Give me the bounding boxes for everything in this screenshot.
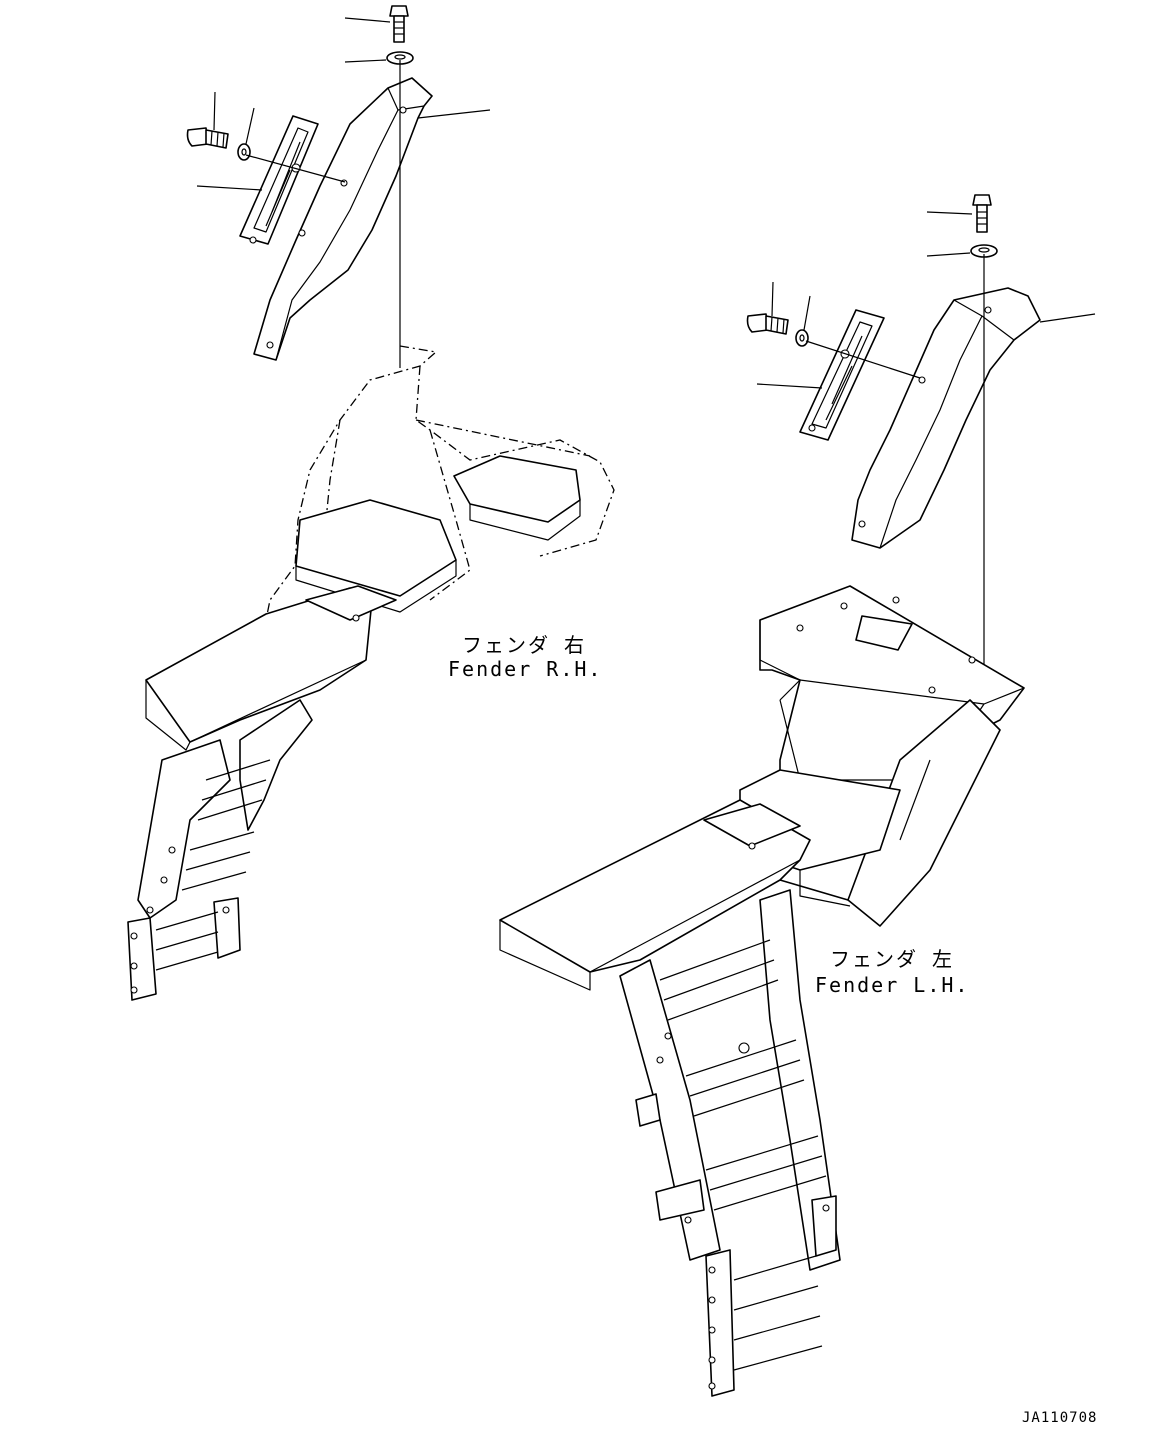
ladder-rh: [127, 699, 313, 1001]
fender-bracket-rh: [253, 77, 433, 361]
bolt-top-lh: [972, 194, 992, 233]
reflector-lh: [799, 309, 885, 441]
reflector-rh: [239, 115, 319, 245]
label-fender-rh-jp: フェンダ 右: [462, 633, 587, 657]
leader-line: [344, 17, 391, 23]
bolt-side-lh: [746, 313, 789, 335]
label-fender-lh-en: Fender L.H.: [815, 973, 970, 997]
leader-line: [1039, 313, 1096, 323]
step-plate-rh-rear: [295, 455, 581, 613]
main-step-rh: [145, 585, 397, 751]
ladder-lh: [619, 889, 841, 1397]
leader-line: [196, 185, 263, 191]
bolt-top-rh: [389, 5, 409, 43]
washer-side-rh: [237, 143, 251, 161]
fender-lh-assembly: [499, 194, 1096, 1397]
leader-line: [926, 252, 971, 257]
leader-line: [245, 107, 255, 145]
label-fender-rh-en: Fender R.H.: [448, 657, 603, 681]
leader-line: [756, 383, 823, 389]
leader-line: [926, 211, 973, 215]
drawing-code: JA110708: [1022, 1410, 1098, 1426]
leader-line: [771, 281, 774, 317]
centerline: [805, 340, 921, 379]
leader-line: [213, 91, 216, 131]
fender-rh-assembly: [127, 5, 615, 1001]
main-step-lh: [499, 799, 811, 991]
leader-line: [344, 59, 387, 63]
washer-side-lh: [795, 329, 809, 347]
leader-line: [417, 109, 491, 119]
bolt-side-rh: [186, 127, 229, 149]
label-fender-lh-jp: フェンダ 左: [830, 947, 955, 971]
centerline: [245, 154, 346, 183]
fender-cover-lh: [851, 287, 1041, 549]
leader-line: [803, 295, 811, 331]
